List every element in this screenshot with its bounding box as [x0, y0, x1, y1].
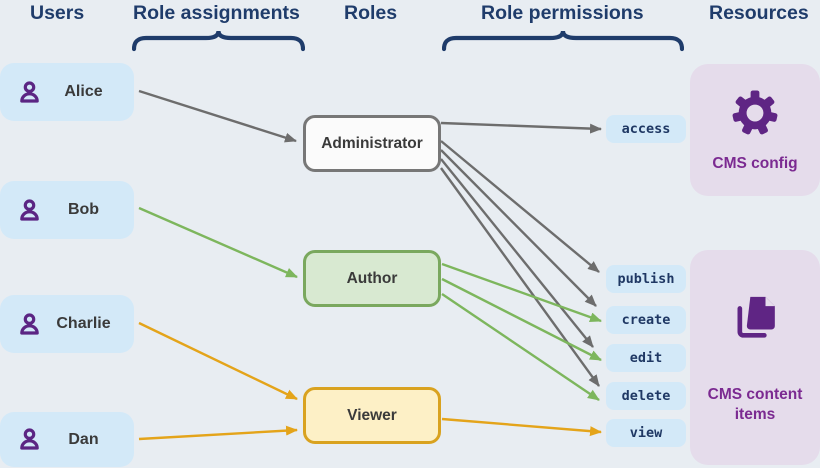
- person-icon: [20, 80, 39, 103]
- person-icon: [20, 428, 39, 450]
- role-label: Author: [346, 269, 398, 287]
- edge-administrator-access: [440, 121, 602, 134]
- edge-administrator-create: [440, 149, 597, 307]
- gear-icon: [732, 90, 778, 135]
- edge-author-create: [441, 262, 602, 323]
- edge-viewer-view: [441, 417, 602, 437]
- edge-charlie-viewer: [138, 321, 298, 401]
- role-box-viewer: Viewer: [303, 387, 441, 444]
- role-permissions-header: Role permissions: [481, 2, 644, 24]
- resource-card-cms-content-items: CMS content items: [690, 250, 820, 465]
- edge-dan-viewer: [138, 425, 298, 441]
- permission-delete: delete: [606, 382, 686, 410]
- role-label: Administrator: [321, 134, 423, 152]
- person-icon: [20, 312, 39, 335]
- roles-header: Roles: [344, 2, 398, 24]
- permission-edit: edit: [606, 344, 686, 372]
- permission-view: view: [606, 419, 686, 447]
- role-box-author: Author: [303, 250, 441, 307]
- role-box-administrator: Administrator: [303, 115, 441, 172]
- edge-bob-author: [138, 206, 298, 279]
- edge-administrator-edit: [440, 158, 594, 348]
- user-card-dan: Dan: [0, 412, 134, 467]
- user-name: Alice: [64, 83, 103, 100]
- user-card-charlie: Charlie: [0, 295, 134, 353]
- permission-access: access: [606, 115, 686, 143]
- edge-administrator-publish: [440, 140, 600, 273]
- resource-label: CMS config: [712, 155, 798, 173]
- edge-administrator-delete: [440, 167, 600, 387]
- user-name: Dan: [68, 430, 99, 448]
- role-assignments-brace-icon: [132, 30, 305, 52]
- edge-alice-administrator: [138, 89, 297, 143]
- documents-icon: [737, 296, 775, 338]
- users-header: Users: [30, 2, 85, 24]
- edge-author-edit: [441, 277, 602, 362]
- role-permissions-brace-icon: [442, 30, 684, 52]
- user-name: Bob: [67, 201, 100, 218]
- user-card-alice: Alice: [0, 63, 134, 121]
- user-card-bob: Bob: [0, 181, 134, 239]
- role-label: Viewer: [347, 406, 397, 424]
- resource-card-cms-config: CMS config: [690, 64, 820, 196]
- user-name: Charlie: [56, 315, 111, 332]
- permission-publish: publish: [606, 265, 686, 293]
- permission-create: create: [606, 306, 686, 334]
- edge-author-delete: [441, 293, 600, 401]
- role-assignments-header: Role assignments: [133, 2, 300, 24]
- person-icon: [20, 198, 39, 221]
- resources-header: Resources: [709, 2, 809, 24]
- resource-label: CMS content items: [707, 386, 803, 423]
